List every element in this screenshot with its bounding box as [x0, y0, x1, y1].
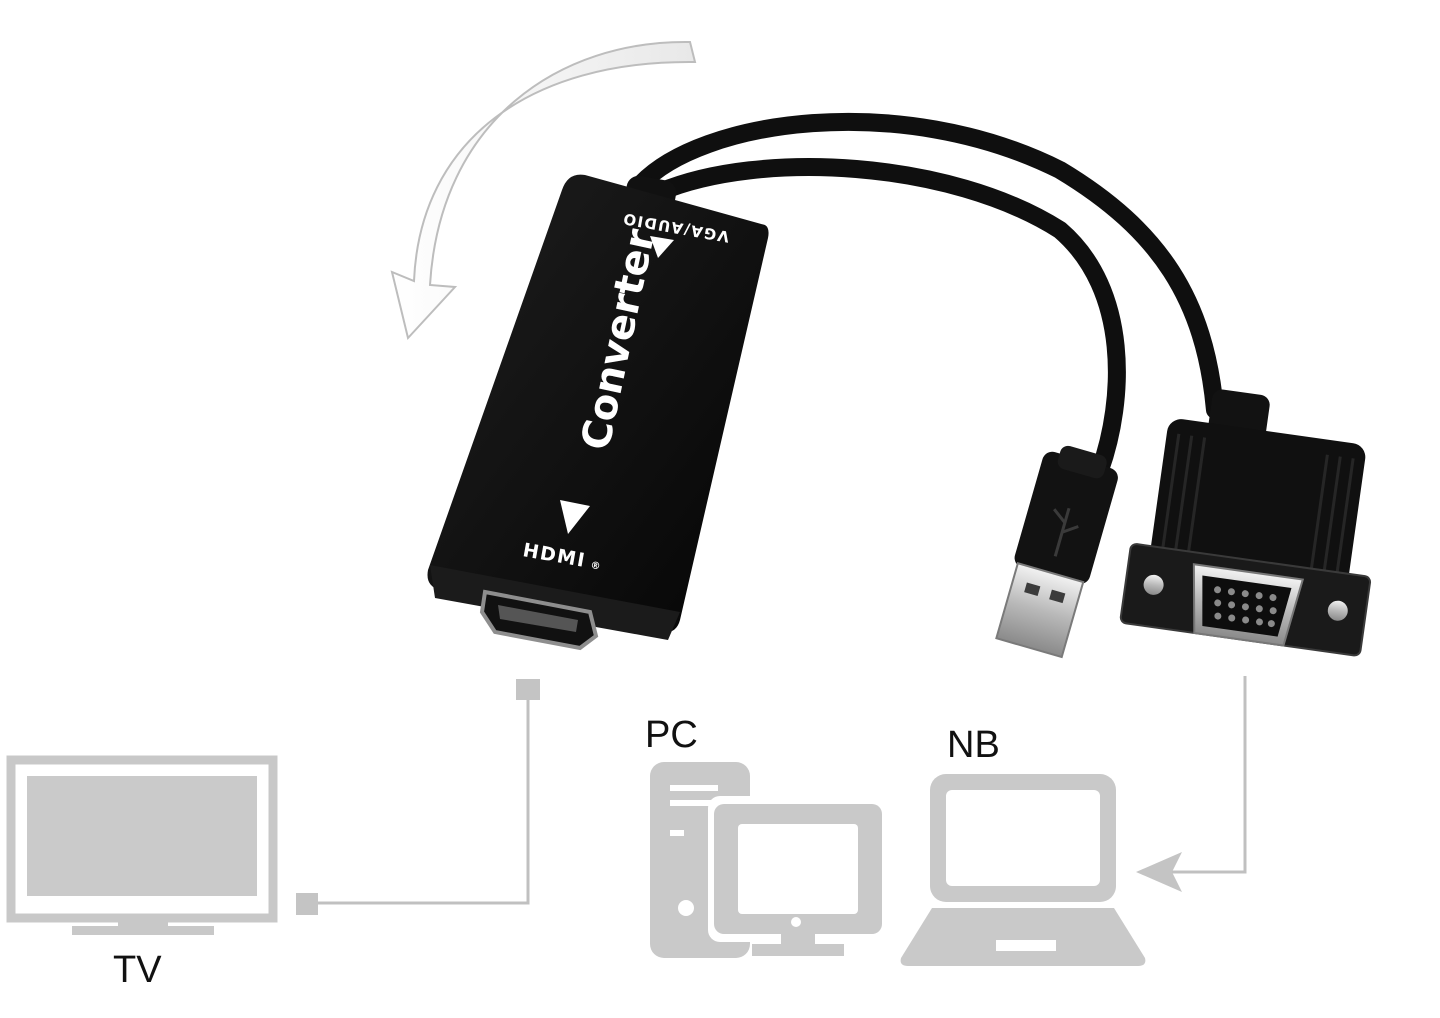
vga-to-nb-line — [1160, 676, 1247, 874]
notebook-icon — [900, 774, 1146, 966]
arrowhead-icon — [1136, 852, 1182, 892]
output-arrow-icon — [560, 500, 590, 534]
rotation-arrow-icon — [390, 40, 697, 341]
pc-label: PC — [645, 714, 698, 756]
converter-device: VGA/AUDIO Converter HDMI ® — [427, 174, 769, 651]
vga-connector — [1119, 389, 1372, 657]
nb-label: NB — [947, 724, 1000, 766]
line-end-square-left — [296, 893, 318, 915]
input-arrow-icon — [650, 236, 674, 258]
hdmi-port — [479, 589, 599, 651]
cable-bundle — [631, 112, 1224, 479]
tv-icon — [6, 755, 278, 935]
usb-connector — [995, 445, 1118, 659]
line-end-square-top — [516, 679, 540, 700]
vga-pins — [1214, 586, 1277, 628]
hdmi-to-tv-line — [307, 690, 530, 905]
tv-label: TV — [113, 949, 162, 991]
pc-icon — [650, 762, 888, 958]
usb-icon — [1052, 507, 1079, 557]
output-registered-mark: ® — [589, 560, 601, 573]
